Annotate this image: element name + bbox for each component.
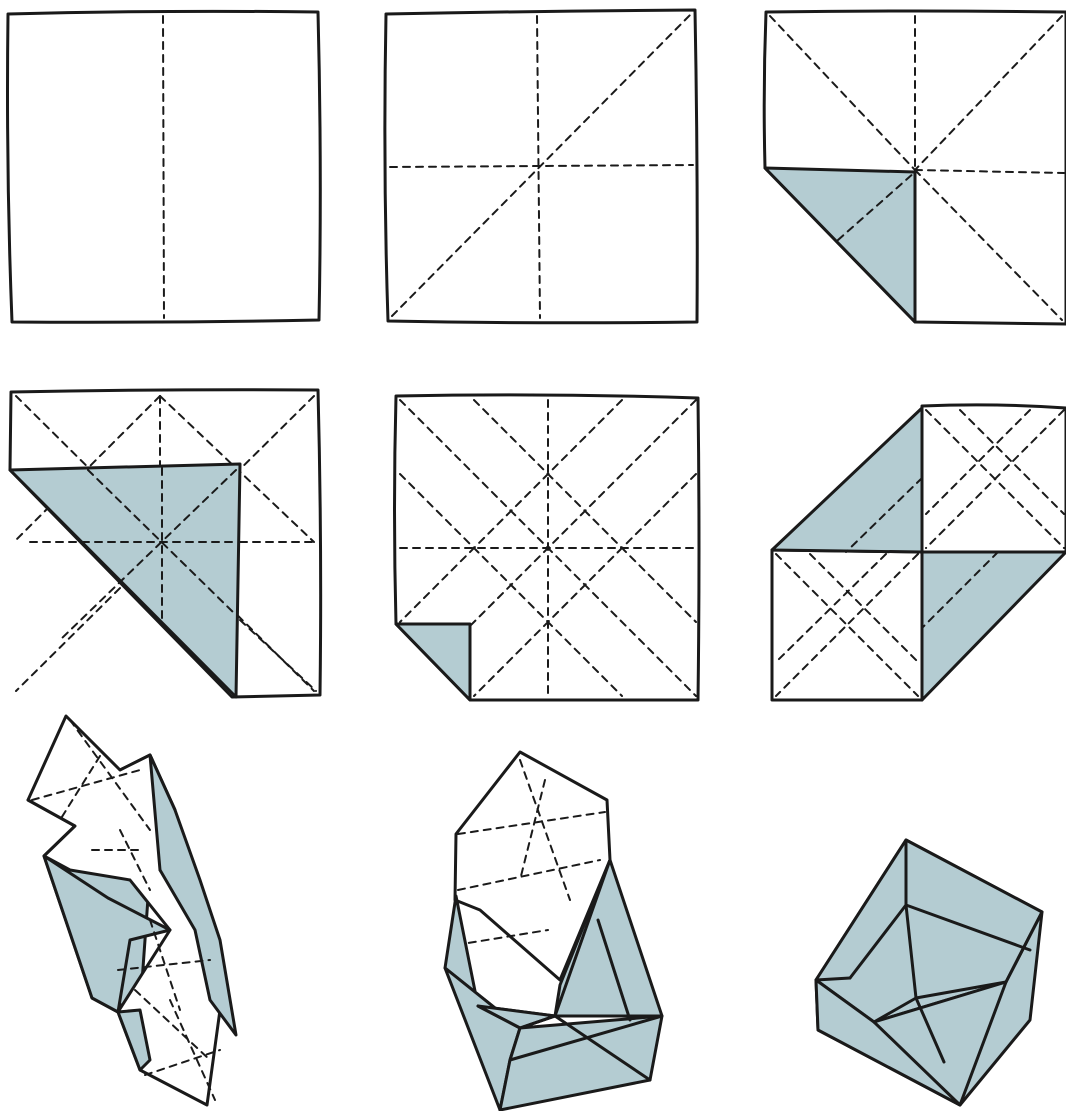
step-6-two-corners-folded xyxy=(772,405,1066,700)
step-2-square-with-cross-and-diagonal-creases xyxy=(385,10,697,323)
step-7-collapsed-strip xyxy=(28,716,236,1105)
step-8-box-forming xyxy=(445,752,662,1110)
step-4-corner-fold-refolded xyxy=(10,390,321,697)
step-3-corner-folded-to-center xyxy=(764,11,1066,324)
step-5-fully-creased-square xyxy=(395,395,700,700)
step-9-finished-box xyxy=(816,840,1042,1105)
step-1-square-with-vertical-crease xyxy=(8,11,321,322)
